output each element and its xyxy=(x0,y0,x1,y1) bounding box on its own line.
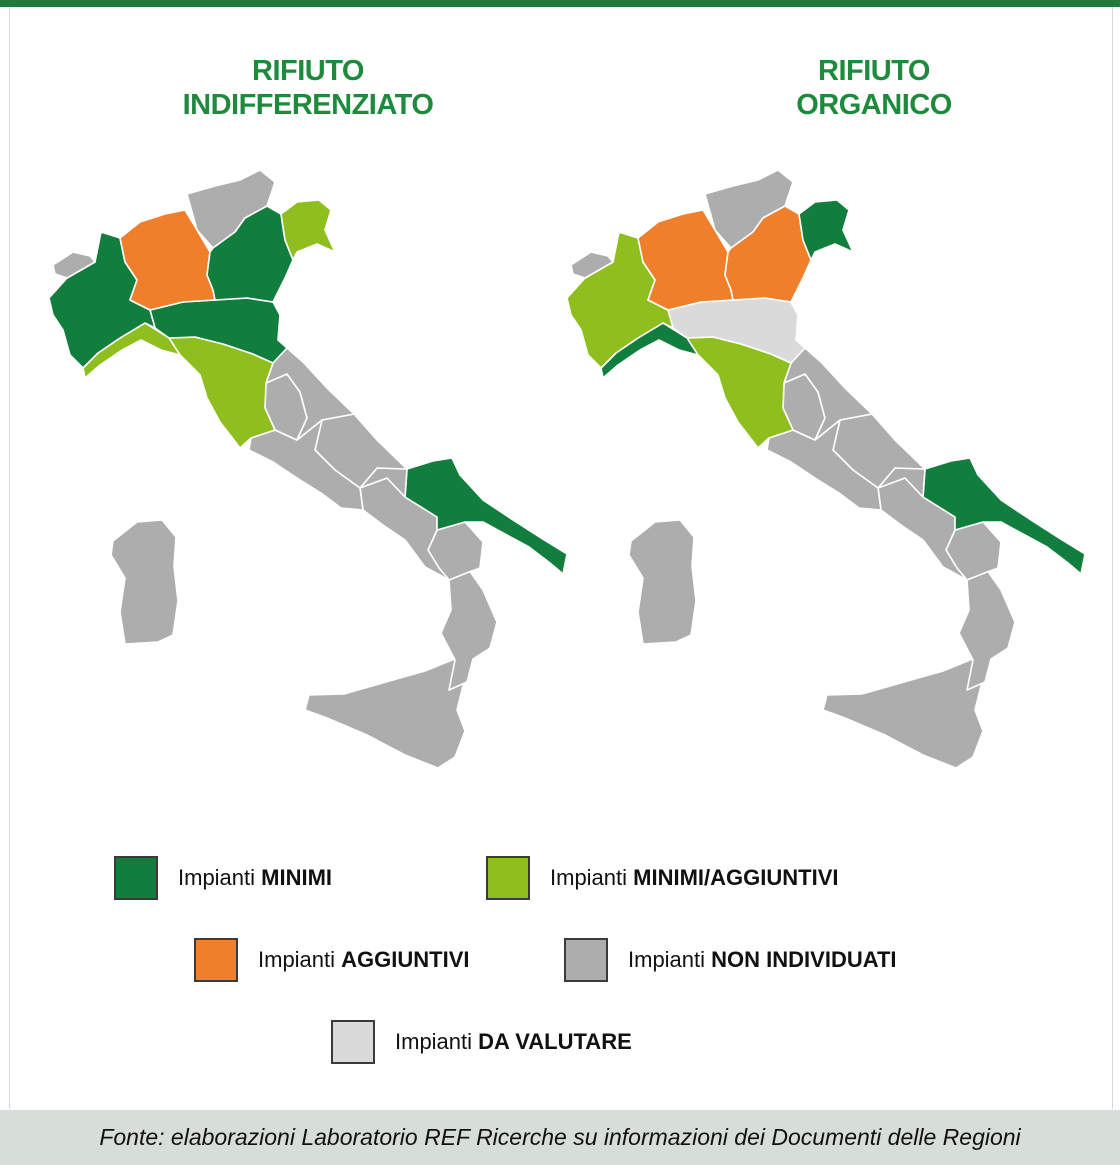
region-calabria xyxy=(440,569,498,691)
legend-category: DA VALUTARE xyxy=(478,1029,632,1054)
legend-label: Impianti MINIMI/AGGIUNTIVI xyxy=(550,865,839,891)
source-footer: Fonte: elaborazioni Laboratorio REF Rice… xyxy=(0,1110,1120,1165)
legend-category: NON INDIVIDUATI xyxy=(711,947,897,972)
region-piemonte xyxy=(48,231,156,369)
legend-prefix: Impianti xyxy=(395,1029,473,1054)
region-valle-daosta xyxy=(52,251,96,279)
legend-category: AGGIUNTIVI xyxy=(341,947,470,972)
legend-category: MINIMI xyxy=(261,865,333,890)
region-calabria xyxy=(958,569,1016,691)
legend-item-non-individuati: Impianti NON INDIVIDUATI xyxy=(564,938,897,982)
legend-swatch-minimi-aggiuntivi xyxy=(486,856,530,900)
source-note: Fonte: elaborazioni Laboratorio REF Rice… xyxy=(99,1124,1021,1150)
region-puglia xyxy=(404,457,568,575)
legend-item-minimi-aggiuntivi: Impianti MINIMI/AGGIUNTIVI xyxy=(486,856,839,900)
legend-prefix: Impianti xyxy=(258,947,336,972)
map-title-organico: RIFIUTO ORGANICO xyxy=(664,54,1084,122)
region-marche xyxy=(265,347,355,441)
legend-item-aggiuntivi: Impianti AGGIUNTIVI xyxy=(194,938,470,982)
map-title-indifferenziato: RIFIUTO INDIFFERENZIATO xyxy=(98,54,518,122)
legend-prefix: Impianti xyxy=(628,947,706,972)
map-title-line1: RIFIUTO xyxy=(252,55,364,87)
legend-category: MINIMI/AGGIUNTIVI xyxy=(633,865,839,890)
region-piemonte xyxy=(566,231,674,369)
region-friuli-venezia-giulia xyxy=(798,199,854,261)
legend-prefix: Impianti xyxy=(178,865,256,890)
region-sicilia xyxy=(822,657,984,769)
legend-label: Impianti MINIMI xyxy=(178,865,332,891)
legend-swatch-non-individuati xyxy=(564,938,608,982)
legend-prefix: Impianti xyxy=(550,865,628,890)
legend-label: Impianti AGGIUNTIVI xyxy=(258,947,470,973)
map-title-line2: INDIFFERENZIATO xyxy=(182,89,434,121)
region-sardegna xyxy=(628,519,697,645)
legend-swatch-aggiuntivi xyxy=(194,938,238,982)
region-sicilia xyxy=(304,657,466,769)
legend-label: Impianti NON INDIVIDUATI xyxy=(628,947,897,973)
region-valle-daosta xyxy=(570,251,614,279)
legend-swatch-da-valutare xyxy=(331,1020,375,1064)
map-title-line2: ORGANICO xyxy=(796,89,952,121)
region-friuli-venezia-giulia xyxy=(280,199,336,261)
map-italy-organico xyxy=(566,170,1086,769)
legend-swatch-minimi xyxy=(114,856,158,900)
map-title-line1: RIFIUTO xyxy=(818,55,930,87)
region-puglia xyxy=(922,457,1086,575)
legend-label: Impianti DA VALUTARE xyxy=(395,1029,632,1055)
top-accent-bar xyxy=(0,0,1120,7)
region-marche xyxy=(783,347,873,441)
figure-frame xyxy=(9,7,1113,1109)
map-italy-indifferenziato xyxy=(48,170,568,769)
legend-item-da-valutare: Impianti DA VALUTARE xyxy=(331,1020,632,1064)
legend-item-minimi: Impianti MINIMI xyxy=(114,856,332,900)
region-sardegna xyxy=(110,519,179,645)
